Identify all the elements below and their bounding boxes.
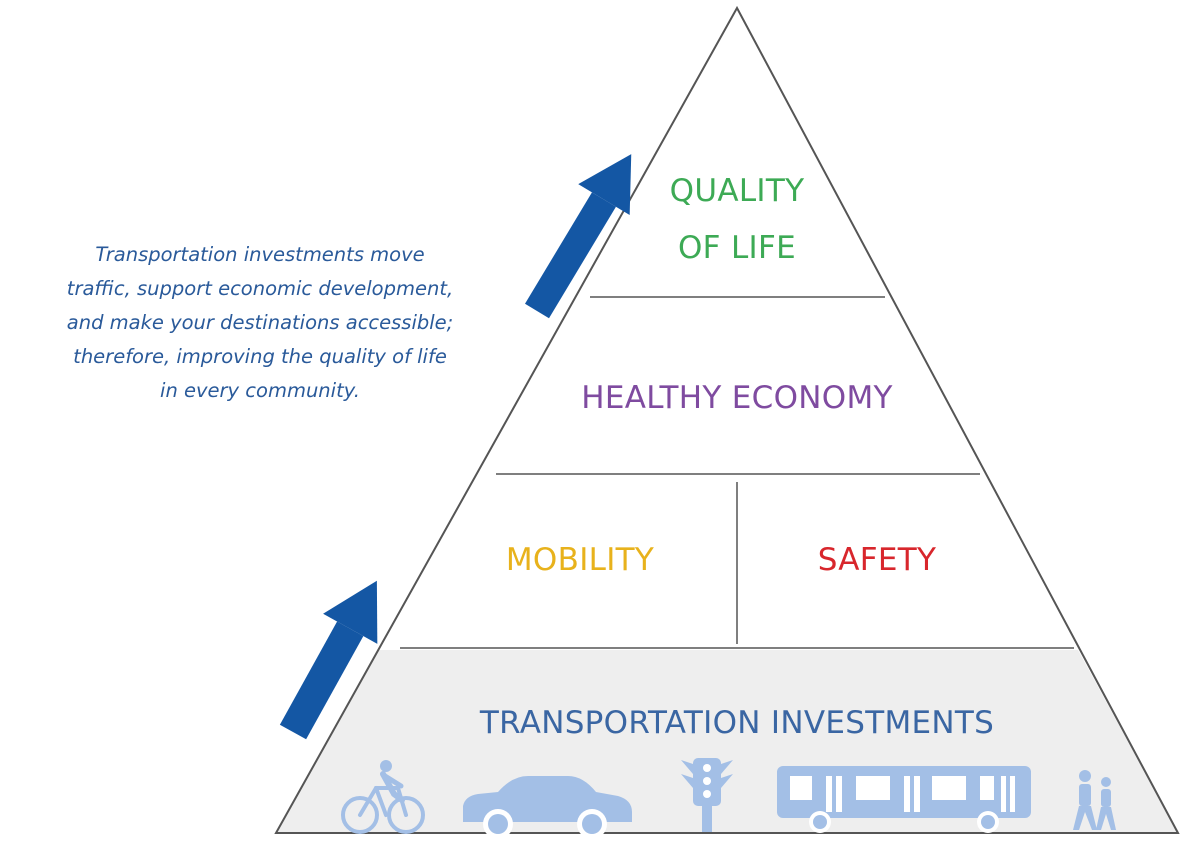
lower-arrow-icon [279,580,378,740]
quality-of-life-label-line1: QUALITY [670,173,805,209]
transportation-investments-label: TRANSPORTATION INVESTMENTS [479,705,994,741]
car-icon [463,776,632,839]
caption-line: therefore, improving the quality of life [73,345,447,368]
caption-line: Transportation investments move [95,243,425,266]
quality-of-life-label-line2: OF LIFE [678,230,796,266]
caption-line: traffic, support economic development, [66,277,454,300]
caption-line: in every community. [160,379,360,402]
pedestrians-icon [1073,770,1116,830]
safety-label: SAFETY [818,542,937,578]
caption-text: Transportation investments move traffic,… [20,238,500,408]
healthy-economy-label: HEALTHY ECONOMY [581,380,893,416]
base-tier-background [276,650,1178,833]
bus-icon [777,766,1031,833]
bicycle-icon [341,760,425,834]
traffic-light-icon [681,758,733,832]
pyramid-outline [274,5,1180,834]
upper-arrow-icon [524,154,632,319]
caption-line: and make your destinations accessible; [66,311,454,334]
mobility-label: MOBILITY [506,542,654,578]
